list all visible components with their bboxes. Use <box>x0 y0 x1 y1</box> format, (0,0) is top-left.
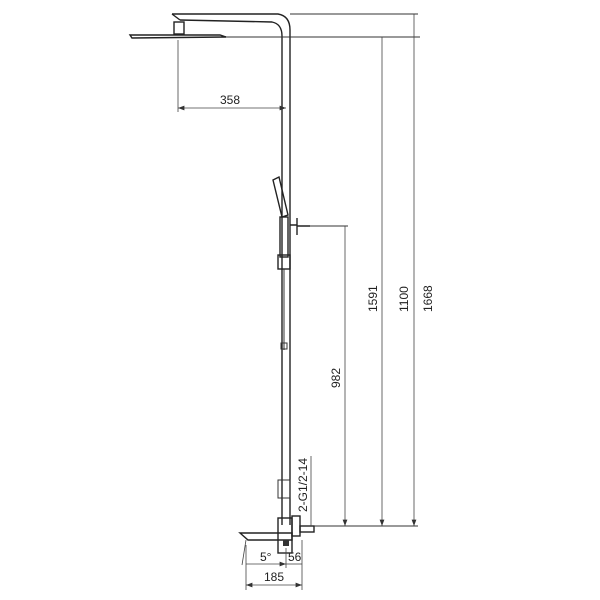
dim-height-head: 1591 <box>366 285 380 312</box>
dim-height-total: 1668 <box>421 285 435 312</box>
rain-shower-head <box>128 21 420 39</box>
dim-thread: 2-G1/2-14 <box>296 458 310 512</box>
mixer-valve <box>238 479 418 554</box>
dim-height-mid: 1100 <box>397 286 411 312</box>
dim-head-reach: 358 <box>220 93 240 107</box>
hand-shower <box>272 175 348 350</box>
shower-arm <box>171 13 291 525</box>
dim-height-outlet: 982 <box>329 368 343 388</box>
dim-wall-offset: 56 <box>288 550 302 564</box>
dim-spout-reach: 185 <box>264 570 284 584</box>
dim-spout-angle: 5° <box>260 550 272 564</box>
